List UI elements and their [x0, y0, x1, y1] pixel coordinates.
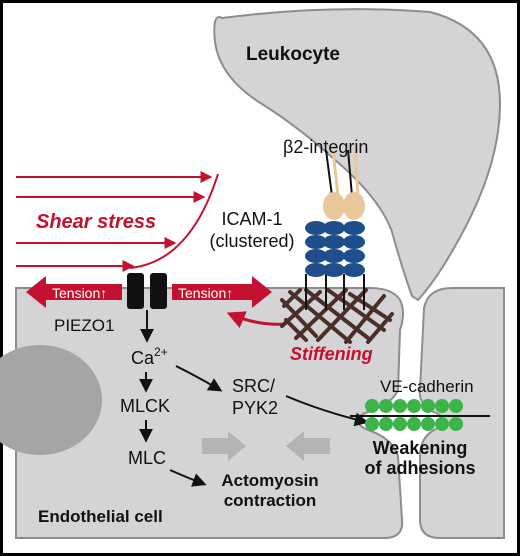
endothelial-cell-label: Endothelial cell — [38, 507, 163, 526]
mlc-label: MLC — [128, 448, 166, 468]
nucleus — [0, 345, 102, 455]
endothelial-cell-left — [15, 287, 404, 539]
shear-stress-label: Shear stress — [36, 211, 156, 233]
weakening-label-line1: Weakening — [373, 438, 468, 458]
tension-left-label: Tension↑ — [52, 285, 107, 301]
ca-to-src-arrow — [175, 365, 223, 392]
stiffening-label: Stiffening — [290, 344, 373, 364]
icam1-label-line1: ICAM-1 — [221, 209, 282, 229]
tension-arrow-left — [26, 276, 122, 308]
calcium-label: Ca2+ — [131, 345, 168, 368]
integrin-right — [343, 149, 365, 220]
ve-cadherin-beads — [365, 399, 463, 431]
integrin-left — [323, 149, 345, 220]
shear-stress-arrows — [16, 171, 213, 272]
signaling-arrows — [139, 310, 369, 487]
ve-cadherin-label: VE-cadherin — [380, 377, 474, 396]
contraction-arrow-right — [202, 431, 246, 461]
weakening-label-line2: of adhesions — [364, 458, 475, 478]
shear-stress-profile — [129, 173, 219, 269]
tension-arrow-right — [172, 276, 272, 308]
src-to-adhesion-arrow — [285, 395, 369, 427]
icam1-label-line2: (clustered) — [209, 231, 294, 251]
calcium-superscript: 2+ — [154, 345, 168, 359]
icam1-cluster — [305, 221, 365, 277]
tension-right-label: Tension↑ — [178, 285, 233, 301]
mlck-label: MLCK — [120, 396, 170, 416]
integrin-label: β2-integrin — [283, 137, 368, 157]
actomyosin-label-line1: Actomyosin — [221, 471, 318, 490]
piezo1-channel-right — [150, 273, 167, 309]
actomyosin-label-line2: contraction — [224, 491, 317, 510]
piezo1-channel-left — [127, 273, 144, 309]
calcium-base: Ca — [131, 348, 155, 368]
icam-stalks — [305, 274, 365, 310]
src-label-line1: SRC/ — [232, 376, 275, 396]
src-label-line2: PYK2 — [232, 398, 278, 418]
piezo1-label: PIEZO1 — [54, 316, 114, 335]
contraction-arrow-left — [286, 431, 330, 461]
actin-meshwork — [280, 288, 394, 344]
leukocyte-cell — [213, 8, 502, 302]
leukocyte-label: Leukocyte — [246, 44, 340, 65]
mlc-to-actomyosin-arrow — [169, 469, 207, 487]
